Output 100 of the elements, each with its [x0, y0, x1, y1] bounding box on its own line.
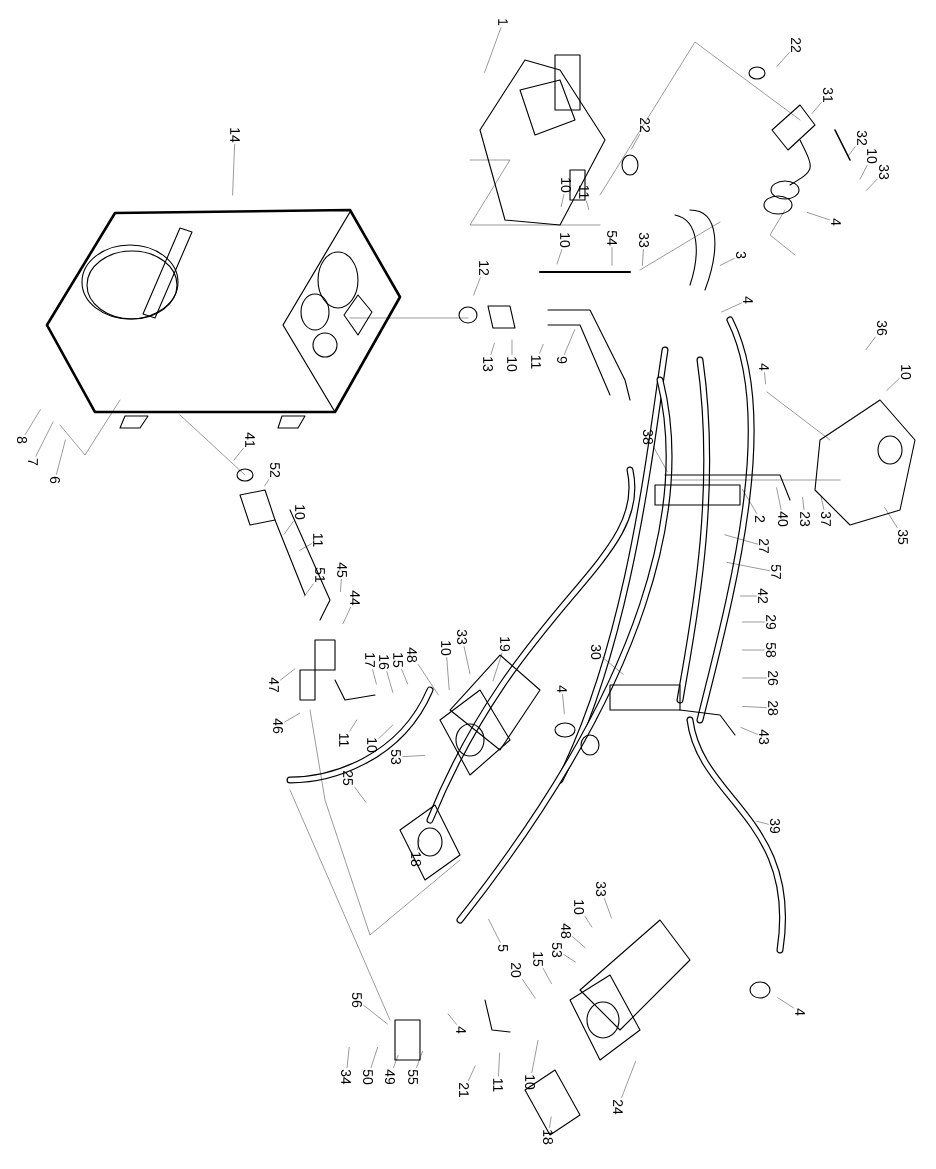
leader-line: [866, 178, 878, 191]
callout-number: 28: [768, 700, 778, 716]
callout-number: 11: [579, 185, 589, 199]
callout-number: 10: [295, 505, 305, 520]
callout-number: 48: [407, 647, 417, 663]
callout-number: 23: [800, 511, 810, 527]
leader-line: [742, 621, 765, 623]
leader-line: [602, 657, 624, 675]
leader-line: [417, 839, 420, 850]
callout-number: 10: [867, 149, 877, 164]
leader-line: [490, 343, 495, 355]
leader-line: [492, 653, 503, 681]
callout-number: 33: [596, 881, 606, 897]
leader-line: [631, 134, 640, 150]
leader-line: [402, 755, 425, 757]
callout-number: 22: [640, 117, 650, 133]
callout-number: 15: [393, 653, 403, 668]
leader-line: [346, 1047, 350, 1068]
leader-line: [884, 507, 898, 528]
callout-number: 4: [456, 1026, 466, 1034]
callout-number: 57: [771, 564, 781, 580]
leader-line: [642, 249, 644, 266]
callout-number: 33: [639, 232, 649, 248]
leader-line: [284, 713, 300, 723]
leader-line: [511, 339, 513, 355]
leader-line: [299, 543, 312, 551]
leader-line: [848, 146, 856, 156]
callout-number: 16: [379, 655, 389, 670]
callout-number: 27: [759, 538, 769, 554]
callout-number: 8: [17, 436, 27, 444]
callout-number: 25: [343, 770, 353, 786]
leader-line: [764, 372, 766, 384]
callout-number: 40: [778, 511, 788, 527]
leader-line: [886, 378, 900, 391]
leader-line: [393, 1055, 399, 1068]
callout-number: 45: [337, 562, 347, 578]
leader-line: [742, 489, 757, 514]
callout-number: 10: [525, 1075, 535, 1090]
callout-number: 4: [557, 685, 567, 693]
callout-number: 10: [560, 233, 570, 248]
callout-number: 20: [511, 962, 521, 978]
leader-line: [463, 646, 471, 674]
leader-line: [586, 200, 589, 210]
leader-line: [721, 302, 742, 313]
leader-line: [378, 724, 393, 739]
callout-number: 46: [273, 718, 283, 734]
leader-line: [531, 1040, 539, 1073]
leader-line: [653, 446, 668, 472]
callout-number: 32: [857, 130, 867, 146]
leader-line: [56, 439, 66, 475]
callout-number: 44: [350, 590, 360, 606]
callout-number: 14: [230, 128, 240, 143]
callout-number: 17: [365, 653, 375, 668]
callout-number: 4: [743, 296, 753, 304]
callout-number: 1: [498, 19, 508, 26]
callout-number: 52: [270, 462, 280, 478]
callout-number: 38: [643, 429, 653, 445]
callout-number: 36: [877, 320, 887, 336]
callout-number: 49: [385, 1069, 395, 1085]
callout-number: 24: [613, 1099, 623, 1115]
callout-number: 33: [457, 629, 467, 645]
callout-number: 48: [561, 923, 571, 939]
leader-line: [802, 497, 805, 510]
callout-number: 10: [574, 900, 584, 915]
leader-line: [561, 194, 565, 207]
leader-line: [604, 898, 612, 918]
leader-line: [401, 669, 408, 685]
leader-line: [563, 954, 576, 963]
callout-number: 22: [791, 37, 801, 53]
callout-number: 11: [493, 1078, 503, 1092]
callout-number: 53: [552, 942, 562, 958]
leader-line: [233, 447, 244, 461]
callout-number: 58: [766, 642, 776, 658]
callout-number: 18: [543, 1130, 553, 1145]
leader-line: [720, 258, 735, 266]
leader-line: [756, 821, 769, 825]
callout-number: 35: [898, 529, 908, 545]
leader-line: [25, 409, 41, 435]
leader-line: [821, 497, 825, 510]
leader-line: [418, 664, 439, 696]
callout-number: 10: [367, 738, 377, 753]
callout-number: 42: [758, 588, 768, 604]
callout-number: 7: [28, 458, 38, 466]
leader-line: [448, 1013, 457, 1025]
callout-number: 10: [561, 178, 571, 193]
callout-number: 12: [479, 261, 489, 276]
callout-number: 50: [363, 1069, 373, 1085]
leader-line: [349, 719, 357, 732]
callout-number: 29: [766, 614, 776, 630]
leader-line: [232, 144, 235, 196]
callout-number: 34: [341, 1069, 351, 1085]
callout-number: 10: [507, 357, 517, 372]
leader-line: [724, 534, 758, 545]
callout-number: 3: [736, 251, 746, 259]
leader-line: [498, 1052, 500, 1077]
leader-line: [522, 979, 536, 999]
leader-line: [727, 562, 770, 571]
callout-number: 56: [352, 992, 362, 1008]
callout-number: 31: [823, 87, 833, 103]
leader-line: [611, 247, 613, 266]
